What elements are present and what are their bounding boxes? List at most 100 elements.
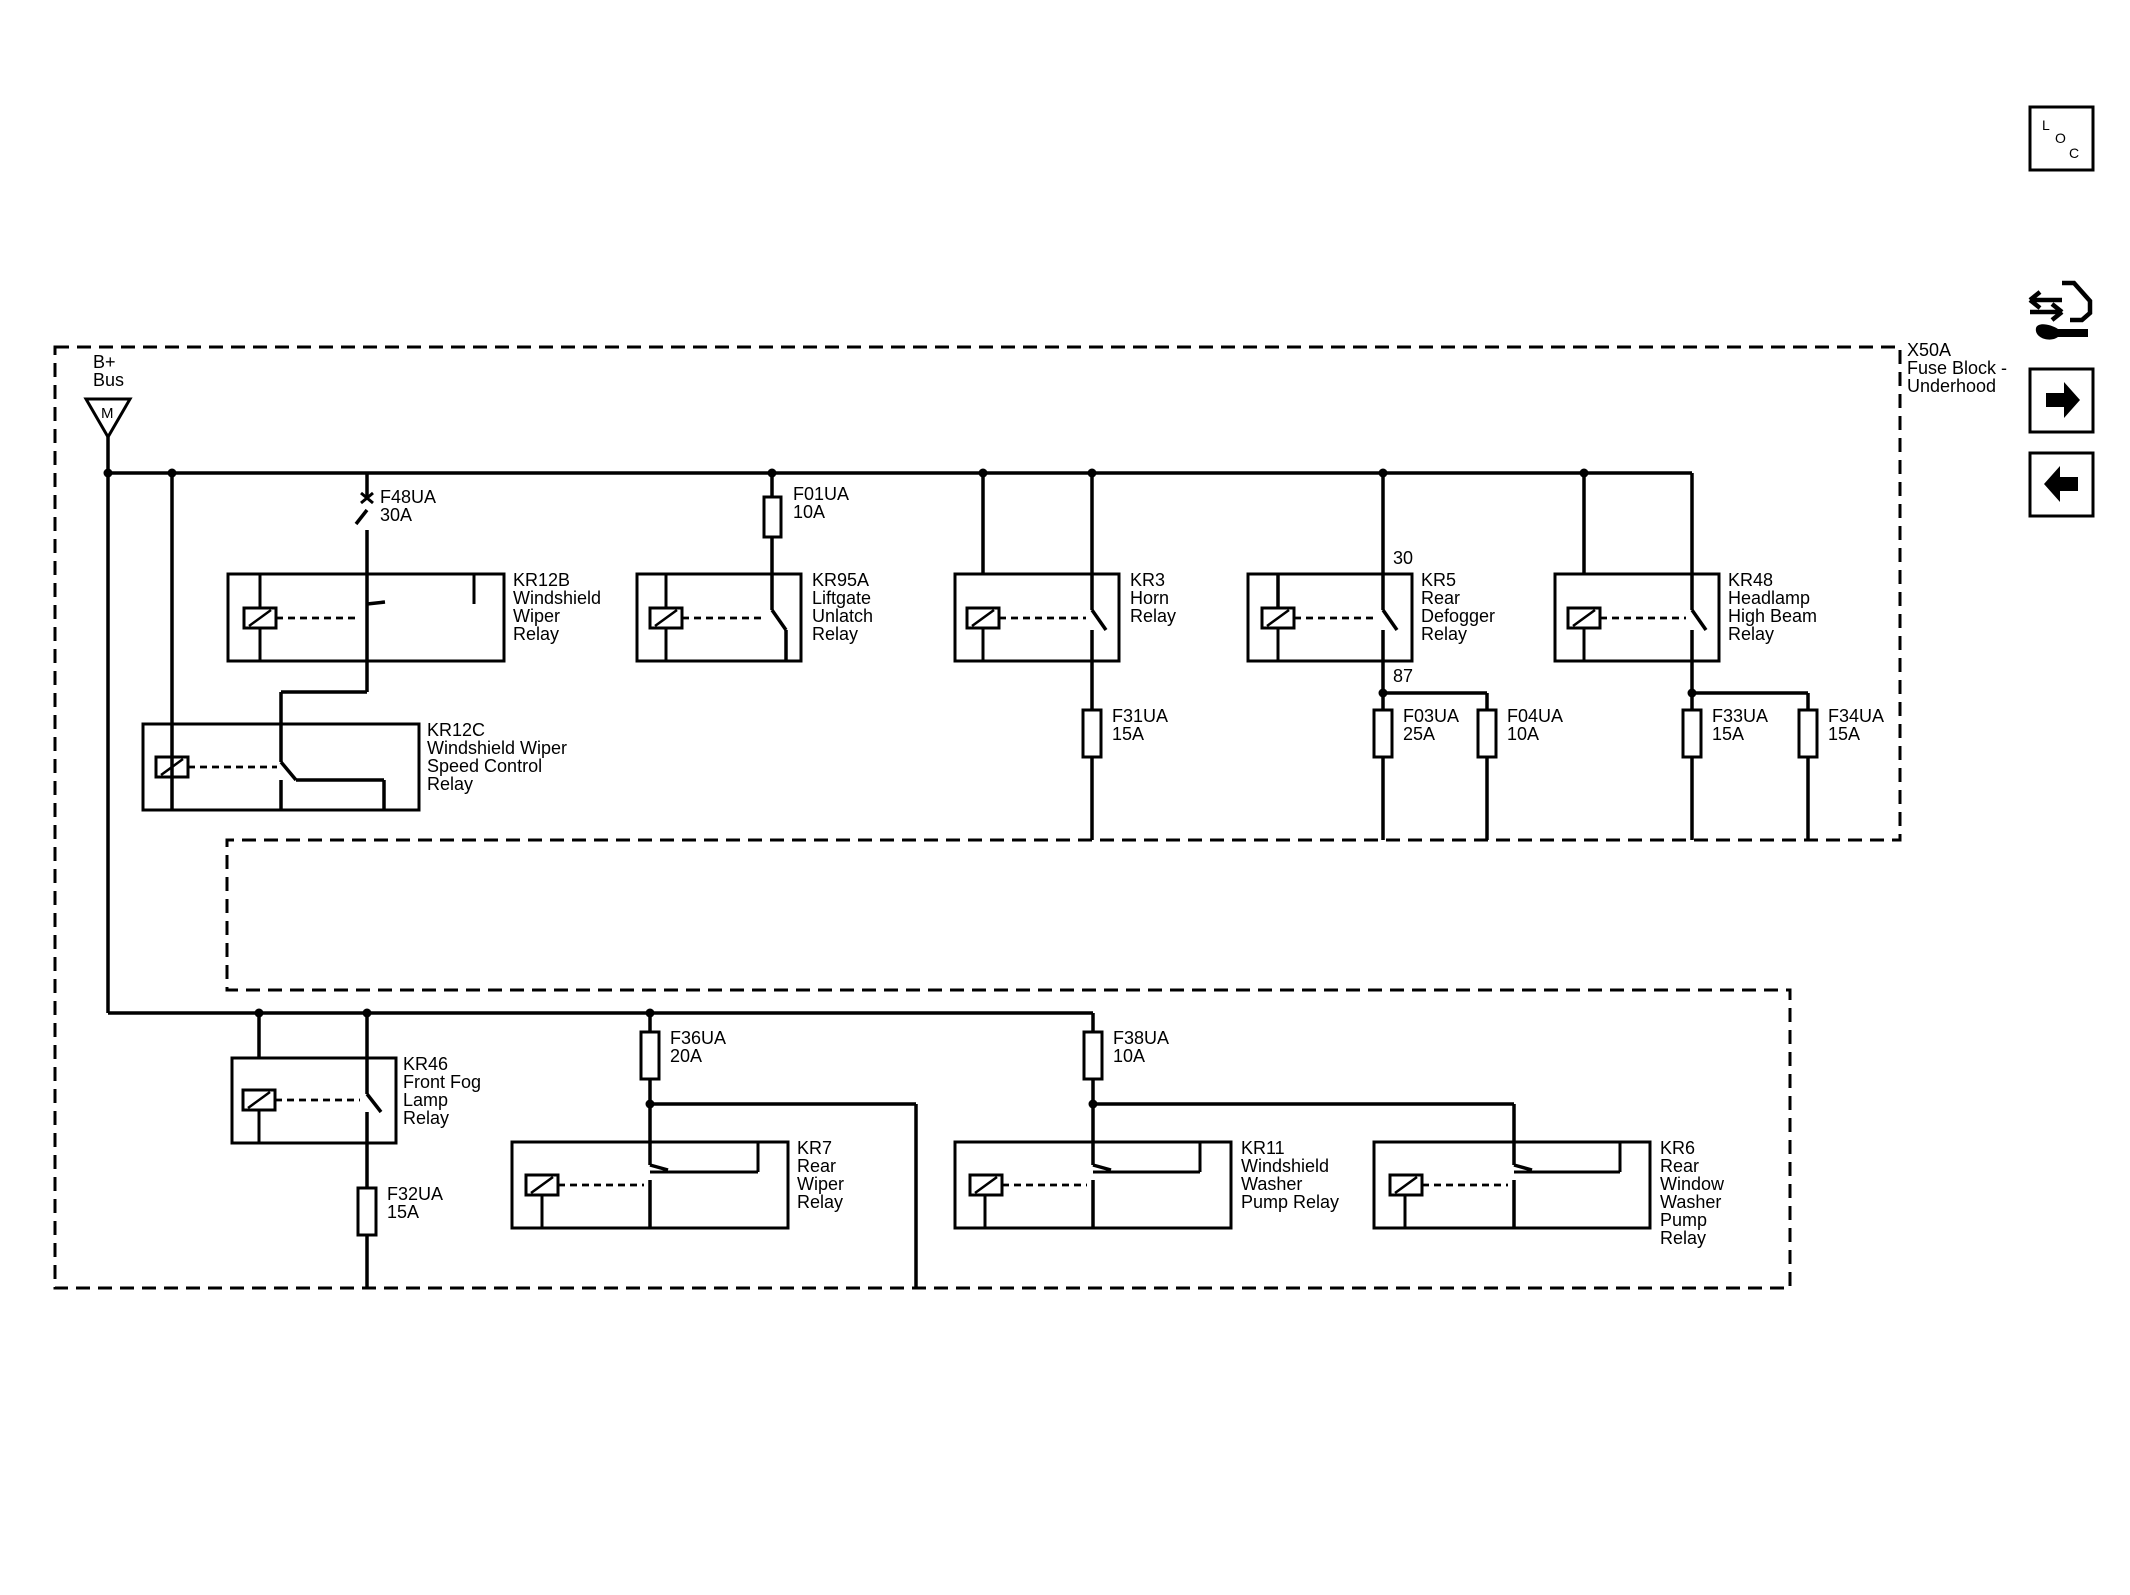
relay-kr95a-label-l4: Relay	[812, 624, 858, 644]
relay-kr6-box	[1372, 1140, 1652, 1230]
relay-kr6-label-l1: KR6	[1660, 1138, 1695, 1158]
fuse-f01ua-rating: 10A	[793, 502, 825, 522]
fuse-f31ua-name: F31UA	[1112, 706, 1168, 726]
relay-kr6-label-l2: Rear	[1660, 1156, 1699, 1176]
location-icon: L O C	[2042, 117, 2079, 161]
relay-kr48-label-l1: KR48	[1728, 570, 1773, 590]
relay-kr11-label-l4: Pump Relay	[1241, 1192, 1339, 1212]
relay-kr5-label-l4: Relay	[1421, 624, 1467, 644]
relay-kr5-label-l1: KR5	[1421, 570, 1456, 590]
fuse-f38ua-rating: 10A	[1113, 1046, 1145, 1066]
connector-triangle-icon	[83, 397, 133, 440]
relay-kr3-label-l2: Horn	[1130, 588, 1169, 608]
fuse-f03ua-icon	[1372, 708, 1394, 759]
loc-letter-l: L	[2042, 117, 2050, 133]
fuse-f04ua-icon	[1476, 708, 1498, 759]
main-bus-wiring	[103, 437, 1692, 1018]
fuse-f36ua-name: F36UA	[670, 1028, 726, 1048]
relay-kr12b-label-l4: Relay	[513, 624, 559, 644]
relay-kr12b-label-l3: Wiper	[513, 606, 560, 626]
relay-kr12c-label-l2: Windshield Wiper	[427, 738, 567, 758]
fusible-link-icon	[360, 491, 374, 505]
kr48-headlamp-high-beam-relay-circuit: KR48 Headlamp High Beam Relay F33UA 15A …	[1553, 473, 1884, 840]
fuse-f34ua-name: F34UA	[1828, 706, 1884, 726]
kr12b-windshield-wiper-relay-circuit: F48UA 30A KR12B Windshield Wiper Relay	[226, 473, 601, 663]
relay-kr48-label-l4: Relay	[1728, 624, 1774, 644]
relay-kr95a-label-l1: KR95A	[812, 570, 869, 590]
loc-letter-c: C	[2069, 145, 2079, 161]
wiring-harness-icon	[2028, 280, 2093, 340]
fuse-block-id: X50A	[1907, 340, 1951, 360]
relay-kr6-label-l4: Washer	[1660, 1192, 1721, 1212]
relay-kr11-label-l1: KR11	[1241, 1138, 1285, 1158]
relay-kr11-label-l2: Windshield	[1241, 1156, 1329, 1176]
relay-kr6-label-l6: Relay	[1660, 1228, 1706, 1248]
fuse-f01ua-name: F01UA	[793, 484, 849, 504]
relay-kr11-label-l3: Washer	[1241, 1174, 1302, 1194]
relay-kr5-label-l3: Defogger	[1421, 606, 1495, 626]
fuse-f32ua-rating: 15A	[387, 1202, 419, 1222]
bus-label-line2: Bus	[93, 370, 124, 390]
connector-letter: M	[101, 405, 114, 422]
relay-kr7-label-l1: KR7	[797, 1138, 832, 1158]
loc-letter-o: O	[2055, 130, 2066, 146]
fuse-f04ua-rating: 10A	[1507, 724, 1539, 744]
relay-kr48-label-l3: High Beam	[1728, 606, 1817, 626]
fuse-f01ua-icon	[762, 495, 783, 539]
relay-kr46-label-l3: Lamp	[403, 1090, 448, 1110]
kr3-horn-relay-circuit: KR3 Horn Relay F31UA 15A	[953, 473, 1176, 840]
fuse-f31ua-rating: 15A	[1112, 724, 1144, 744]
fuse-f33ua-icon	[1681, 708, 1703, 759]
fuse-f48ua-rating: 30A	[380, 505, 412, 525]
fuse-f34ua-rating: 15A	[1828, 724, 1860, 744]
fuse-f33ua-name: F33UA	[1712, 706, 1768, 726]
fuse-block-label: X50A Fuse Block - Underhood	[1907, 340, 2007, 396]
wiring-harness-button[interactable]	[2028, 280, 2093, 340]
location-view-button[interactable]: L O C	[2028, 105, 2095, 172]
relay-kr12b-label-l1: KR12B	[513, 570, 570, 590]
relay-kr7-label-l4: Relay	[797, 1192, 843, 1212]
next-page-button[interactable]	[2028, 367, 2095, 434]
fuse-f36ua-rating: 20A	[670, 1046, 702, 1066]
kr11-windshield-washer-pump-relay-circuit: F38UA 10A KR11 Windshield Washer Pump Re…	[953, 1013, 1514, 1230]
relay-kr46-label-l1: KR46	[403, 1054, 448, 1074]
fuse-f48ua-name: F48UA	[380, 487, 436, 507]
bplus-bus-connector: B+ Bus M	[83, 352, 133, 440]
kr95a-liftgate-unlatch-relay-circuit: F01UA 10A KR95A Liftgate Unlatch Relay	[635, 473, 873, 663]
fuse-block-name-line2: Underhood	[1907, 376, 1996, 396]
relay-kr12c-label-l4: Relay	[427, 774, 473, 794]
fuse-f38ua-name: F38UA	[1113, 1028, 1169, 1048]
fuse-f36ua-icon	[639, 1030, 661, 1081]
relay-kr7-label-l3: Wiper	[797, 1174, 844, 1194]
fuse-f32ua-icon	[356, 1186, 378, 1237]
relay-kr7-label-l2: Rear	[797, 1156, 836, 1176]
arrow-right-icon	[2046, 382, 2080, 418]
relay-kr6-label-l5: Pump	[1660, 1210, 1707, 1230]
kr7-rear-wiper-relay-circuit: F36UA 20A KR7 Rear Wiper Relay	[510, 1013, 918, 1288]
fuse-f03ua-rating: 25A	[1403, 724, 1435, 744]
relay-kr95a-box	[635, 572, 803, 663]
relay-kr46-box	[230, 1056, 398, 1145]
fuse-f33ua-rating: 15A	[1712, 724, 1744, 744]
relay-kr12c-box	[141, 722, 421, 812]
pin-87-label: 87	[1393, 666, 1413, 686]
fuse-block-outline	[53, 345, 1902, 1290]
kr46-front-fog-lamp-relay-circuit: KR46 Front Fog Lamp Relay F32UA 15A	[230, 1013, 481, 1288]
kr5-rear-defogger-relay-circuit: 30 87 KR5 Rear Defogger Relay F03UA 25A …	[1246, 473, 1563, 840]
fuse-f03ua-name: F03UA	[1403, 706, 1459, 726]
relay-kr48-box	[1553, 572, 1721, 663]
relay-kr3-label-l3: Relay	[1130, 606, 1176, 626]
relay-kr6-label-l3: Window	[1660, 1174, 1725, 1194]
relay-kr12b-label-l2: Windshield	[513, 588, 601, 608]
relay-kr95a-label-l2: Liftgate	[812, 588, 871, 608]
relay-kr46-label-l4: Relay	[403, 1108, 449, 1128]
relay-kr95a-label-l3: Unlatch	[812, 606, 873, 626]
relay-kr3-box	[953, 572, 1121, 663]
previous-page-button[interactable]	[2028, 451, 2095, 518]
relay-kr46-label-l2: Front Fog	[403, 1072, 481, 1092]
bus-label-line1: B+	[93, 352, 116, 372]
kr12c-wiper-speed-control-relay-circuit: KR12C Windshield Wiper Speed Control Rel…	[141, 473, 567, 812]
kr6-rear-window-washer-pump-relay-circuit: KR6 Rear Window Washer Pump Relay	[1372, 1104, 1725, 1248]
relay-kr3-label-l1: KR3	[1130, 570, 1165, 590]
